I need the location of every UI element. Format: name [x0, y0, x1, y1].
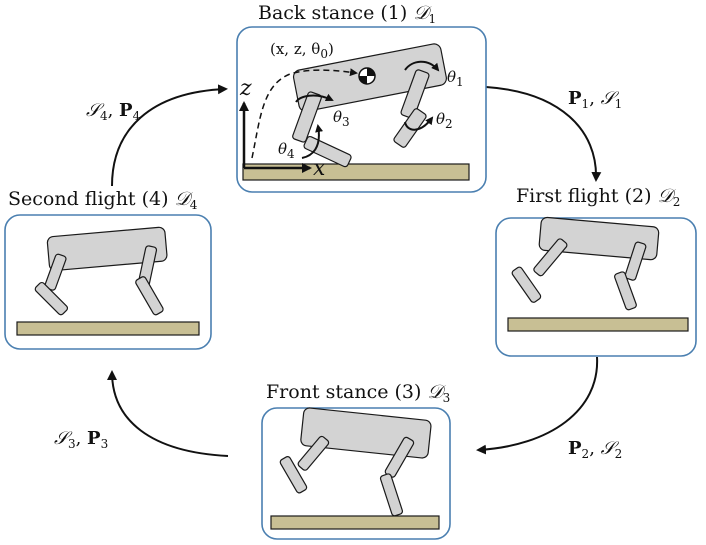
domain-subscript: 4 — [189, 198, 198, 212]
phase-name: Back stance — [258, 2, 375, 24]
domain-symbol: 𝒟 — [427, 381, 443, 403]
com-subscript: 0 — [320, 47, 328, 61]
theta-symbol: θ — [333, 108, 343, 126]
map-subscript: 2 — [581, 447, 590, 461]
phase-title-front-stance: Front stance (3) 𝒟3 — [266, 381, 450, 405]
back-leg — [279, 435, 330, 494]
transition-label-4: 𝒮4, P4 — [86, 100, 141, 123]
map-subscript: 1 — [581, 97, 590, 111]
domain-symbol: 𝒟 — [174, 188, 190, 210]
switch-subscript: 1 — [614, 97, 623, 111]
phase-title-second-flight: Second flight (4) 𝒟4 — [8, 188, 197, 212]
theta3-arc — [295, 93, 334, 103]
theta4-label: θ4 — [278, 140, 295, 161]
theta-subscript: 3 — [342, 115, 350, 129]
phase-title-back-stance: Back stance (1) 𝒟1 — [258, 2, 436, 26]
robot-body — [300, 407, 432, 459]
ground — [16, 321, 200, 336]
theta-subscript: 1 — [456, 75, 464, 89]
switch-subscript: 3 — [67, 437, 76, 451]
ground — [507, 317, 689, 332]
map-symbol: P — [87, 428, 101, 449]
panel-back-stance — [236, 26, 487, 193]
phase-number: (2) — [624, 185, 652, 207]
transition-arrow-3-4 — [107, 370, 229, 457]
back-leg — [34, 253, 69, 316]
domain-subscript: 1 — [428, 12, 437, 26]
map-symbol: P — [568, 88, 582, 109]
theta-symbol: θ — [447, 68, 457, 86]
theta1-arc — [404, 60, 440, 72]
transition-label-2: P2, 𝒮2 — [568, 438, 623, 461]
theta-subscript: 4 — [287, 147, 295, 161]
front-leg — [614, 241, 647, 311]
map-subscript: 4 — [132, 109, 141, 123]
front-leg — [379, 436, 415, 517]
z-axis-label: z — [240, 76, 252, 101]
theta2-arc — [404, 116, 434, 131]
phase-name: Front stance — [266, 381, 389, 403]
transition-label-1: P1, 𝒮1 — [568, 88, 623, 111]
domain-symbol: 𝒟 — [413, 2, 429, 24]
panel-second-flight — [4, 214, 212, 350]
transition-arrow-1-2 — [485, 86, 602, 182]
theta-subscript: 2 — [445, 117, 453, 131]
ground — [242, 163, 470, 181]
domain-subscript: 3 — [442, 391, 451, 405]
switch-subscript: 4 — [99, 109, 108, 123]
map-symbol: P — [568, 438, 582, 459]
panel-front-stance — [261, 407, 451, 540]
ground — [270, 515, 440, 530]
switch-subscript: 2 — [614, 447, 623, 461]
back-leg — [511, 238, 568, 303]
map-subscript: 3 — [100, 437, 109, 451]
theta-symbol: θ — [278, 140, 288, 158]
switch-symbol: 𝒮 — [54, 428, 68, 449]
com-label: (x, z, θ0) — [270, 40, 334, 61]
theta4-arc — [301, 124, 324, 159]
switch-symbol: 𝒮 — [600, 438, 615, 459]
robot-body — [538, 216, 660, 261]
phase-number: (3) — [394, 381, 422, 403]
phase-name: First flight — [516, 185, 619, 207]
phase-number: (1) — [380, 2, 408, 24]
switch-symbol: 𝒮 — [600, 88, 615, 109]
x-axis-label: x — [313, 156, 326, 181]
transition-arrow-4-1 — [111, 84, 228, 187]
com-close: ) — [327, 40, 334, 58]
domain-subscript: 2 — [672, 195, 681, 209]
com-text: (x, z, θ — [270, 40, 321, 58]
phase-title-first-flight: First flight (2) 𝒟2 — [516, 185, 680, 209]
phase-number: (4) — [141, 188, 169, 210]
theta-symbol: θ — [436, 110, 446, 128]
com-trajectory — [251, 68, 358, 159]
panel-first-flight — [495, 216, 697, 357]
theta2-label: θ2 — [436, 110, 453, 131]
transition-label-3: 𝒮3, P3 — [54, 428, 109, 451]
theta1-label: θ1 — [447, 68, 464, 89]
front-leg — [135, 245, 164, 316]
theta3-label: θ3 — [333, 108, 350, 129]
switch-symbol: 𝒮 — [86, 100, 100, 121]
map-symbol: P — [119, 100, 133, 121]
com-marker — [358, 67, 376, 85]
robot-body — [46, 226, 168, 272]
back-leg — [292, 91, 352, 168]
domain-symbol: 𝒟 — [657, 185, 673, 207]
transition-arrow-2-3 — [476, 356, 599, 455]
phase-name: Second flight — [8, 188, 136, 210]
